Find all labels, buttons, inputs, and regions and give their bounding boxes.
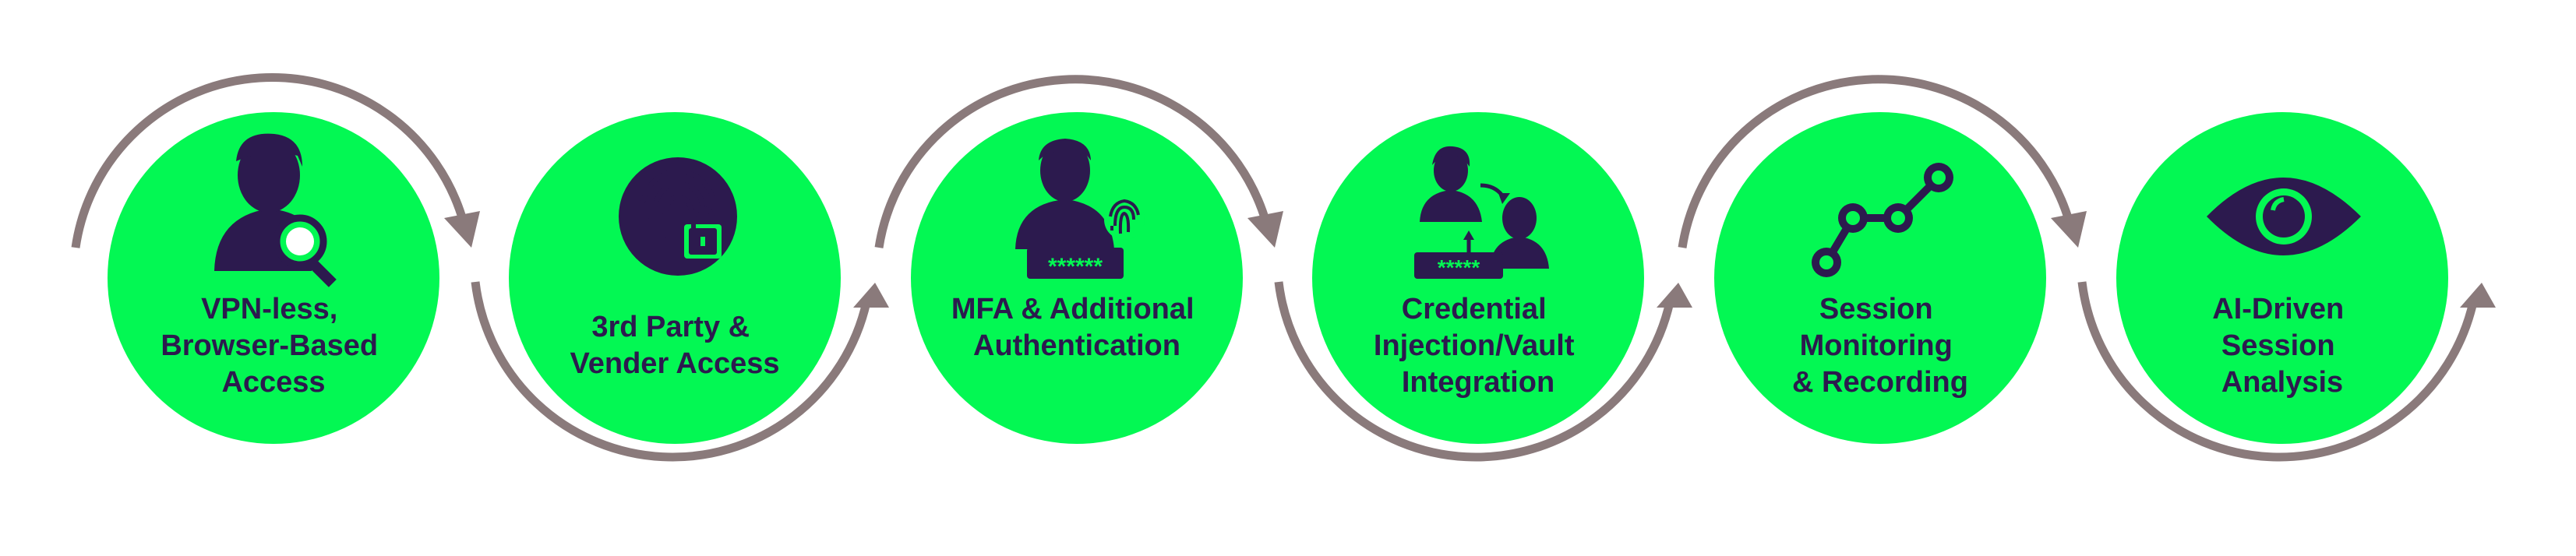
node-chain-icon (1812, 163, 1953, 277)
arrowhead-1-icon (444, 211, 480, 248)
password-mask: ****** (1048, 254, 1103, 280)
step-label: Session Monitoring & Recording (1792, 293, 1968, 399)
step-third-party-access: 3rd Party & Vender Access (509, 112, 841, 444)
step-credential-injection: ***** Credential Injection/Vault Integra… (1312, 112, 1644, 444)
step-circle (2116, 112, 2448, 444)
user-fingerprint-password-icon: ****** (1015, 139, 1145, 280)
step-label: 3rd Party & Vender Access (570, 311, 780, 380)
step-session-monitoring: Session Monitoring & Recording (1714, 112, 2046, 444)
step-circle (509, 112, 841, 444)
step-mfa-authentication: ****** MFA & Additional Authentication (911, 112, 1243, 444)
flow-arc-5 (1678, 75, 2074, 248)
step-label: MFA & Additional Authentication (951, 293, 1202, 362)
step-vpn-less-access: VPN-less, Browser-Based Access (108, 112, 439, 444)
flow-arc-3 (874, 75, 1271, 248)
eye-icon (2207, 178, 2361, 255)
arrowhead-3-icon (1247, 211, 1283, 248)
fingerprint-lock-icon (619, 157, 737, 276)
step-ai-session-analysis: AI-Driven Session Analysis (2116, 112, 2448, 444)
arrowhead-6-icon (2460, 283, 2496, 308)
vault-mask: ***** (1438, 255, 1480, 280)
step-circle (108, 112, 439, 444)
flow-arc-6 (2077, 281, 2478, 462)
step-label: VPN-less, Browser-Based Access (161, 293, 386, 399)
arrowhead-2-icon (853, 283, 889, 308)
step-label: AI-Driven Session Analysis (2212, 293, 2352, 399)
flow-arc-1 (71, 73, 468, 248)
flow-arc-4 (1274, 281, 1674, 462)
credential-transfer-icon: ***** (1414, 146, 1549, 280)
arrowhead-4-icon (1657, 283, 1692, 308)
arrowhead-5-icon (2051, 211, 2087, 248)
step-circle (1714, 112, 2046, 444)
user-search-icon (214, 133, 337, 287)
step-label: Credential Injection/Vault Integration (1374, 293, 1583, 399)
flow-arc-2 (471, 281, 871, 462)
flow-arcs (71, 73, 2496, 462)
